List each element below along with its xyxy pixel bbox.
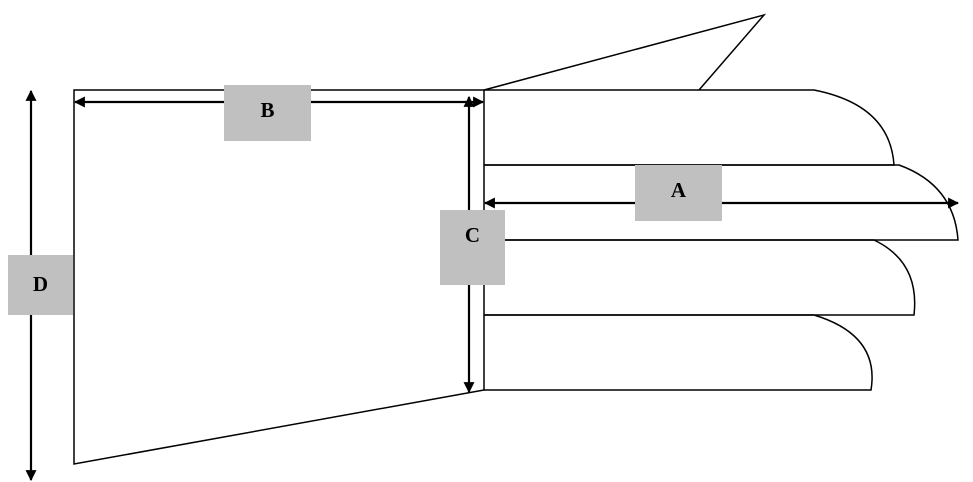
label-d-box xyxy=(8,255,73,315)
finger-1-outline xyxy=(484,89,895,166)
label-c: C xyxy=(440,210,505,285)
finger-2-outline xyxy=(484,164,959,241)
label-b-box xyxy=(224,85,311,141)
glove-cuff xyxy=(73,89,485,465)
label-d: D xyxy=(8,255,73,315)
label-c-text: C xyxy=(465,223,480,247)
thumb-outline xyxy=(483,13,767,91)
label-a: A xyxy=(635,165,722,221)
glove-fingers xyxy=(484,89,959,391)
label-b-text: B xyxy=(260,98,274,122)
label-a-box xyxy=(635,165,722,221)
cuff-outline xyxy=(73,89,485,465)
finger-4-outline xyxy=(484,314,873,391)
finger-3-outline xyxy=(484,239,916,316)
label-c-box xyxy=(440,210,505,285)
label-b: B xyxy=(224,85,311,141)
label-d-text: D xyxy=(33,272,48,296)
label-a-text: A xyxy=(671,178,687,202)
